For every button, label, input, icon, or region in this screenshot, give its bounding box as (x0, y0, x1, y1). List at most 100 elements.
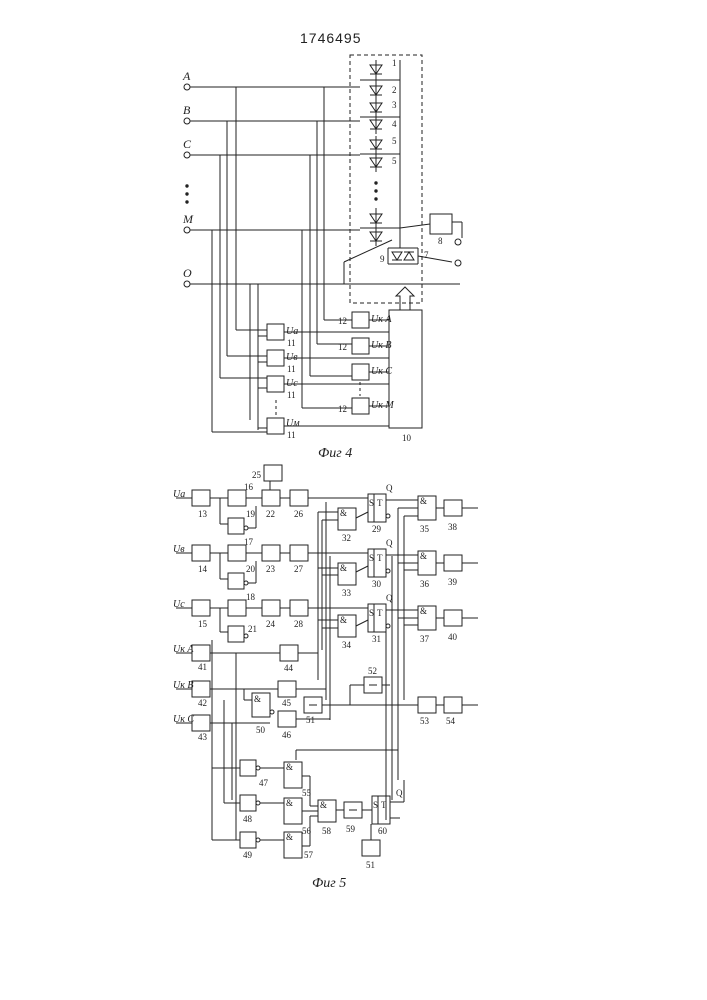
tap-lines (212, 87, 324, 432)
svg-text:16: 16 (244, 482, 254, 492)
svg-text:9: 9 (380, 254, 385, 264)
svg-text:11: 11 (287, 364, 296, 374)
svg-text:&: & (420, 496, 427, 506)
svg-text:Q: Q (386, 483, 393, 493)
svg-text:33: 33 (342, 588, 352, 598)
svg-text:15: 15 (198, 619, 208, 629)
terminal-a: A (182, 69, 191, 90)
svg-text:51: 51 (306, 715, 315, 725)
svg-text:37: 37 (420, 634, 430, 644)
svg-text:13: 13 (198, 509, 208, 519)
fig4-caption: Фиг 4 (318, 446, 352, 462)
phase-bus-lines (190, 87, 460, 284)
block-10-controller: 10 (389, 287, 422, 443)
svg-text:T: T (377, 608, 383, 618)
svg-text:11: 11 (287, 390, 296, 400)
svg-text:O: O (183, 266, 192, 280)
svg-text:60: 60 (378, 826, 388, 836)
svg-text:M: M (182, 212, 194, 226)
svg-text:21: 21 (248, 624, 257, 634)
svg-text:12: 12 (338, 404, 347, 414)
svg-text:&: & (420, 551, 427, 561)
svg-text:35: 35 (420, 524, 430, 534)
svg-text:45: 45 (282, 698, 292, 708)
svg-text:51: 51 (366, 860, 375, 870)
fig5-caption: Фиг 5 (312, 876, 346, 892)
svg-text:&: & (286, 798, 293, 808)
svg-text:2: 2 (392, 85, 397, 95)
svg-text:&: & (340, 508, 347, 518)
svg-text:&: & (340, 615, 347, 625)
svg-text:32: 32 (342, 533, 351, 543)
svg-text:S: S (369, 608, 374, 618)
svg-text:5: 5 (392, 136, 397, 146)
svg-text:10: 10 (402, 433, 412, 443)
final-stage-59-61: 59 S T Q 60 51 (336, 780, 404, 870)
svg-text:5: 5 (392, 156, 397, 166)
svg-text:30: 30 (372, 579, 382, 589)
fig5-input-labels: Ua Uв Uс Uк A Uк B Uк C (173, 489, 194, 725)
svg-text:4: 4 (392, 119, 397, 129)
thyristor-pair-1: 1 2 (360, 58, 400, 100)
svg-text:Q: Q (386, 538, 393, 548)
svg-text:36: 36 (420, 579, 430, 589)
svg-text:T: T (377, 498, 383, 508)
svg-text:1: 1 (392, 58, 397, 68)
and-gates-32-34: & & & 32 33 34 (318, 502, 368, 720)
svg-text:34: 34 (342, 640, 352, 650)
output-gates-35-40: & & & 35 36 37 38 39 40 (386, 496, 478, 820)
comparator-block-c: Uк C (310, 364, 392, 380)
svg-text:53: 53 (420, 716, 430, 726)
svg-text:Q: Q (396, 788, 403, 798)
svg-text:42: 42 (198, 698, 207, 708)
svg-text:3: 3 (392, 100, 397, 110)
svg-text:38: 38 (448, 522, 458, 532)
fig4-schematic: A B C M O (182, 55, 462, 443)
svg-text:S: S (369, 498, 374, 508)
thyristor-pair-3: 5 5 (360, 136, 400, 172)
terminal-b: B (183, 103, 191, 124)
svg-text:17: 17 (244, 537, 254, 547)
svg-text:B: B (183, 103, 191, 117)
svg-text:44: 44 (284, 663, 294, 673)
svg-text:A: A (182, 69, 191, 83)
svg-text:50: 50 (256, 725, 266, 735)
svg-text:11: 11 (287, 430, 296, 440)
svg-text:25: 25 (252, 470, 262, 480)
svg-text:47: 47 (259, 778, 269, 788)
svg-text:28: 28 (294, 619, 304, 629)
svg-text:&: & (286, 832, 293, 842)
svg-text:46: 46 (282, 730, 292, 740)
svg-text:&: & (420, 606, 427, 616)
svg-text:58: 58 (322, 826, 332, 836)
svg-text:&: & (254, 694, 261, 704)
svg-text:29: 29 (372, 524, 382, 534)
svg-text:24: 24 (266, 619, 276, 629)
svg-text:41: 41 (198, 662, 207, 672)
svg-text:Uм: Uм (286, 418, 300, 429)
switch-enclosure (350, 55, 422, 303)
svg-text:11: 11 (287, 338, 296, 348)
svg-text:57: 57 (304, 850, 314, 860)
svg-text:&: & (340, 563, 347, 573)
svg-text:7: 7 (424, 250, 429, 260)
svg-text:39: 39 (448, 577, 458, 587)
svg-text:49: 49 (243, 850, 253, 860)
svg-text:8: 8 (438, 236, 443, 246)
svg-text:43: 43 (198, 732, 208, 742)
svg-text:&: & (320, 800, 327, 810)
svg-text:&: & (286, 762, 293, 772)
svg-text:54: 54 (446, 716, 456, 726)
thyristor-pair-2: 3 4 (360, 100, 400, 134)
svg-text:18: 18 (246, 592, 256, 602)
svg-text:S: S (369, 553, 374, 563)
svg-text:23: 23 (266, 564, 276, 574)
comparator-block-a: Uк A 12 (324, 312, 392, 328)
svg-text:C: C (183, 137, 192, 151)
svg-text:22: 22 (266, 509, 275, 519)
channel-a-blocks: 25 16 19 22 26 (220, 465, 368, 534)
terminal-ellipsis (186, 185, 188, 203)
output-thyristors: 9 7 (380, 228, 452, 264)
